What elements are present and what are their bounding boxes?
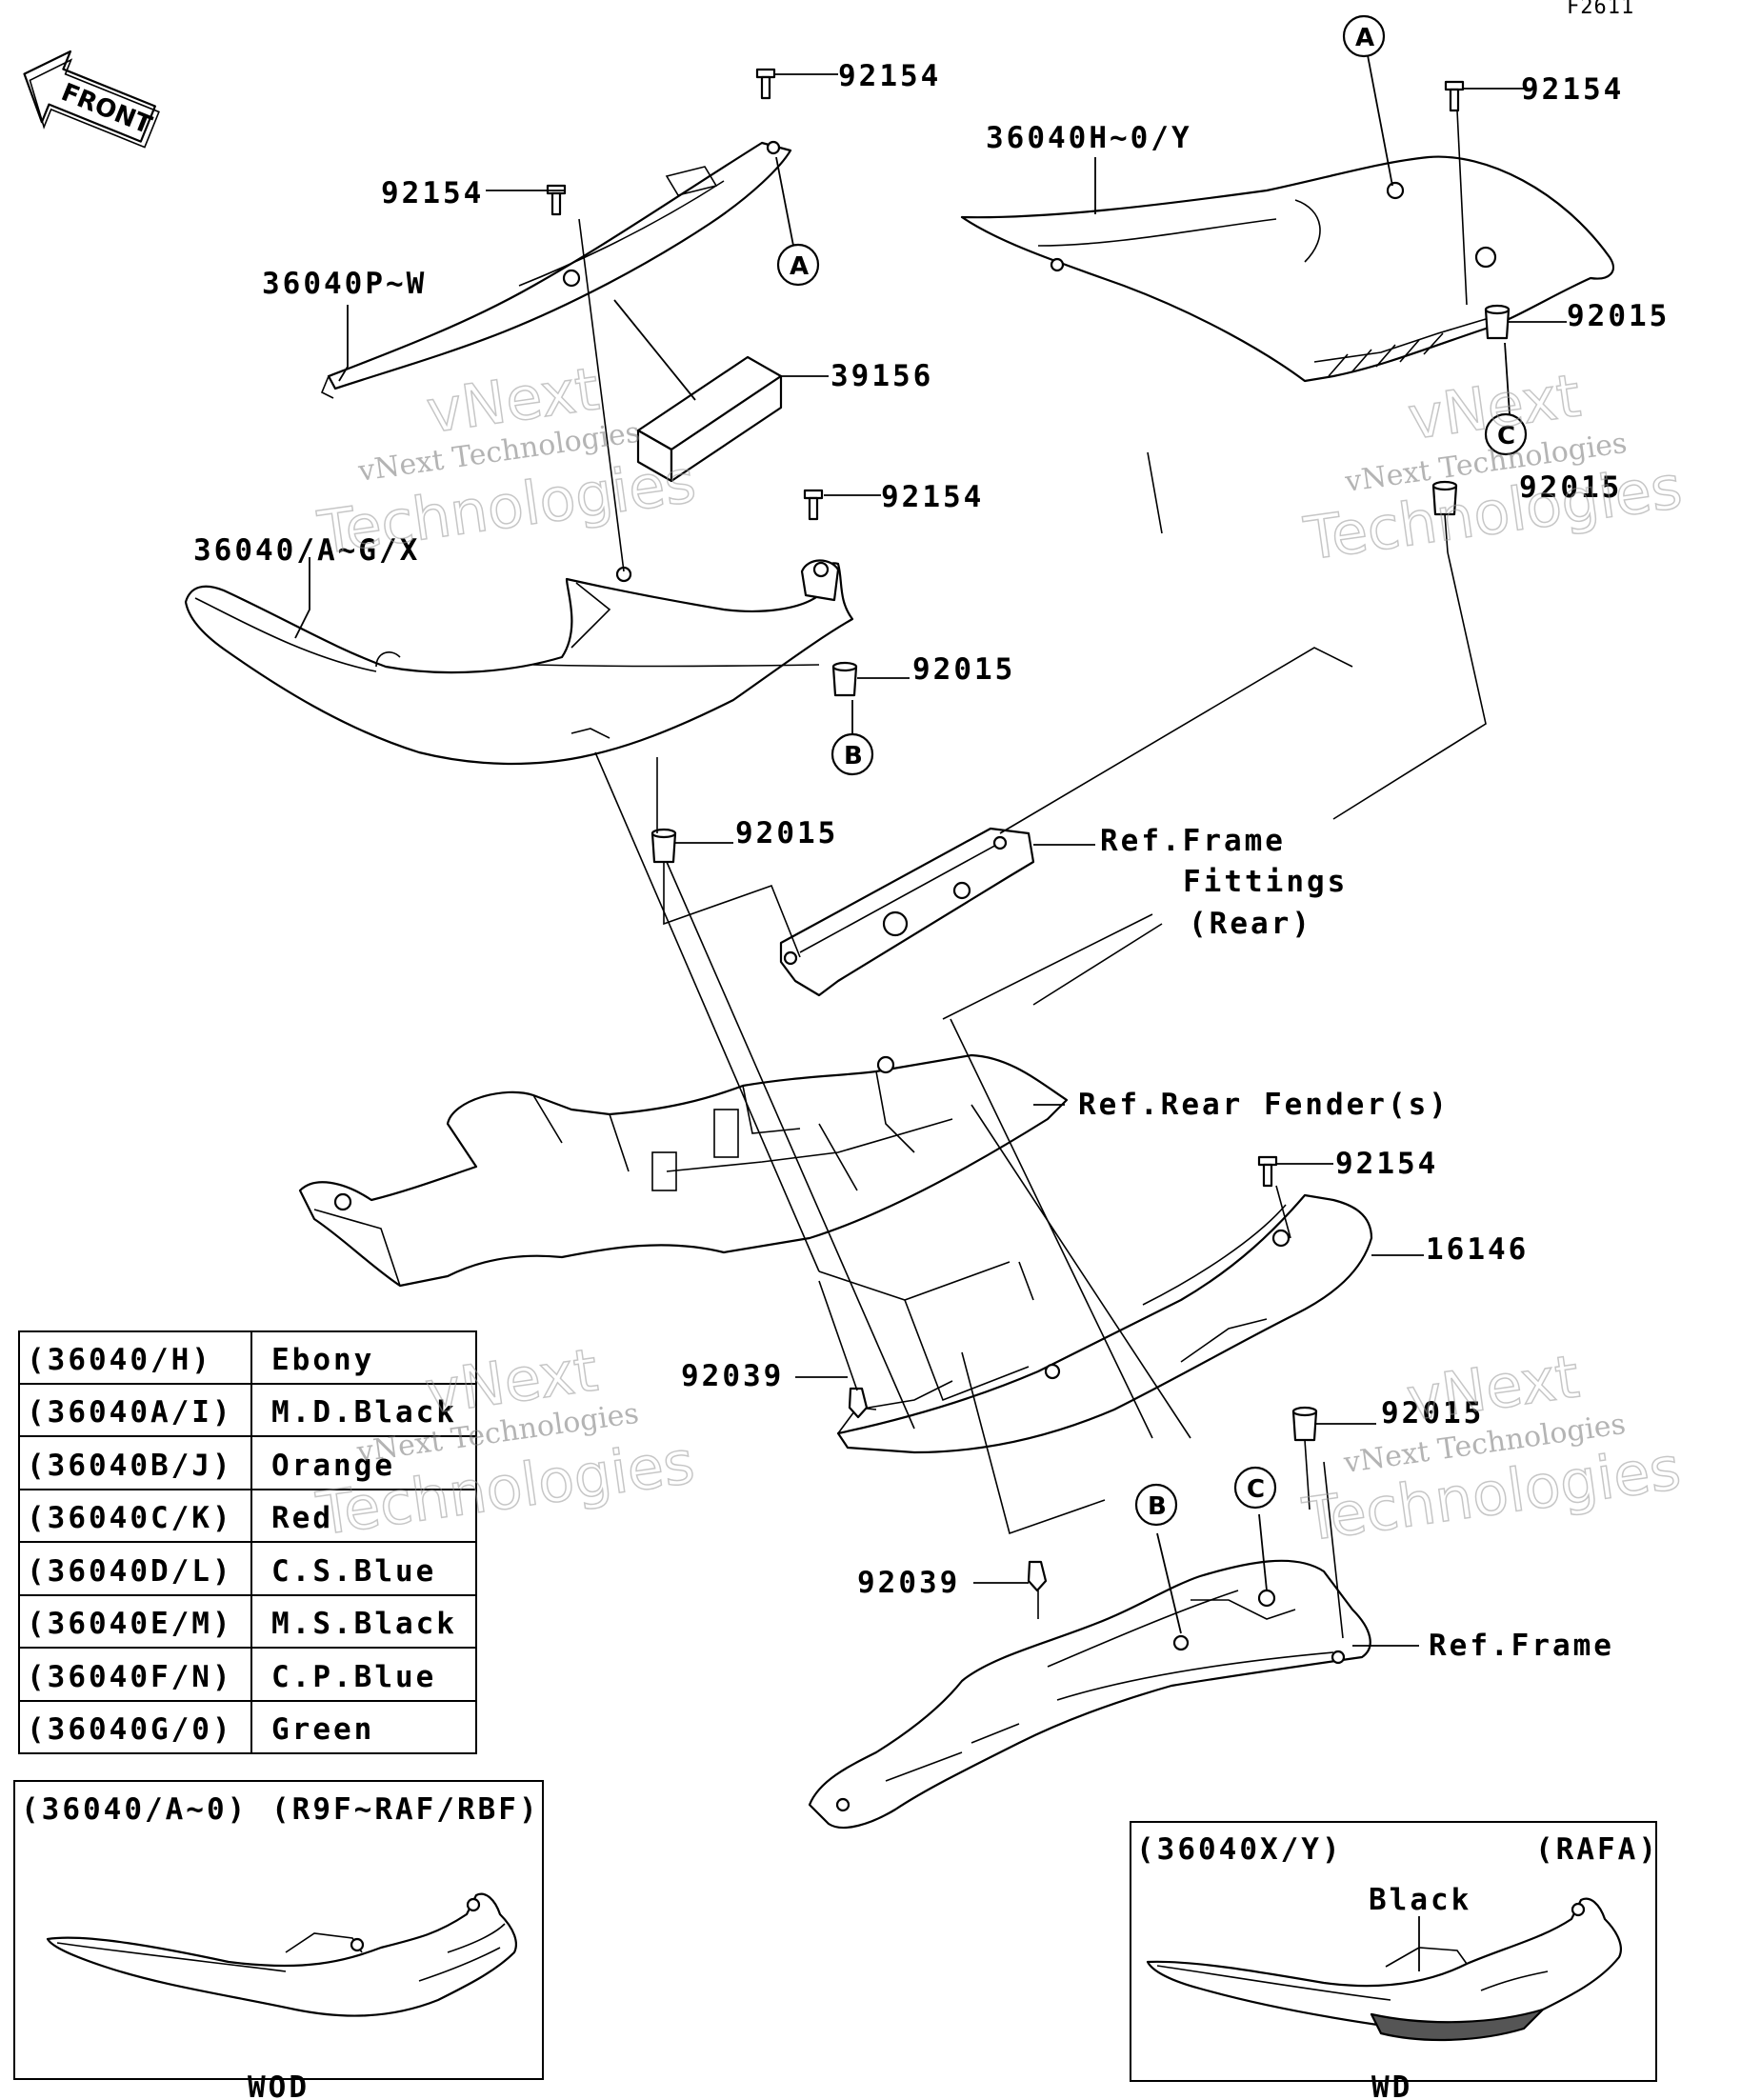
label-92015-right: 92015 xyxy=(1567,299,1670,333)
table-color-2: Orange xyxy=(271,1449,395,1483)
watermark-mid-left: vNext vNext Technologies Technologies xyxy=(311,1334,699,1550)
callout-a-top-left: A xyxy=(776,243,820,287)
bolt-icon-4 xyxy=(803,489,824,521)
inset-left: (36040/A~0) (R9F~RAF/RBF) WOD xyxy=(13,1780,544,2100)
inset-left-caption: WOD xyxy=(248,2070,310,2100)
table-code-7: (36040G/0) xyxy=(27,1712,233,1747)
label-ref-frame-fittings-3: (Rear) xyxy=(1189,907,1312,941)
color-table: (36040/H) Ebony (36040A/I) M.D.Black (36… xyxy=(18,1330,477,1754)
grommet-icon-3 xyxy=(831,661,858,697)
frame-lower-shape xyxy=(808,1559,1371,1829)
label-ref-frame: Ref.Frame xyxy=(1429,1629,1614,1663)
label-92015-mid-2: 92015 xyxy=(735,816,838,850)
label-ref-frame-fittings-2: Fittings xyxy=(1183,865,1348,899)
grommet-icon-2 xyxy=(1431,480,1458,516)
table-color-4: C.S.Blue xyxy=(271,1554,436,1589)
table-color-1: M.D.Black xyxy=(271,1395,457,1430)
label-92039-2: 92039 xyxy=(857,1566,960,1600)
pad-shape xyxy=(636,355,783,483)
table-color-7: Green xyxy=(271,1712,374,1747)
label-36040h: 36040H~0/Y xyxy=(986,121,1192,155)
leader-lines xyxy=(294,54,1567,1647)
label-92039-1: 92039 xyxy=(681,1359,784,1393)
inset-right-caption: WD xyxy=(1371,2070,1412,2100)
inset-left-code: (36040/A~0) xyxy=(21,1792,248,1827)
inset-right-models: (RAFA) xyxy=(1535,1832,1659,1867)
table-code-0: (36040/H) xyxy=(27,1343,212,1377)
table-color-5: M.S.Black xyxy=(271,1607,457,1641)
label-92015-right-2: 92015 xyxy=(1519,470,1622,505)
svg-text:A: A xyxy=(790,252,809,281)
inset-right-note: Black xyxy=(1369,1883,1471,1917)
label-39156: 39156 xyxy=(830,359,933,393)
label-36040a: 36040/A~G/X xyxy=(193,533,420,568)
table-code-3: (36040C/K) xyxy=(27,1501,233,1535)
rear-cover-shape xyxy=(836,1193,1373,1454)
page-code: F2611 xyxy=(1567,0,1634,19)
grommet-icon-5 xyxy=(1291,1406,1318,1442)
table-code-4: (36040D/L) xyxy=(27,1554,233,1589)
cover-main-shape xyxy=(184,559,854,766)
svg-text:C: C xyxy=(1247,1475,1265,1504)
callout-c-top: C xyxy=(1484,412,1528,456)
svg-text:A: A xyxy=(1355,24,1374,52)
watermark-top-right: vNext vNext Technologies Technologies xyxy=(1299,360,1687,574)
inset-left-models: (R9F~RAF/RBF) xyxy=(271,1792,540,1827)
table-code-2: (36040B/J) xyxy=(27,1449,233,1483)
frame-fittings-shape xyxy=(779,827,1035,997)
inset-right: (36040X/Y) (RAFA) Black WD xyxy=(1130,1821,1659,2100)
callout-b-mid: B xyxy=(830,732,874,776)
clip-icon-2 xyxy=(1027,1560,1048,1592)
label-92154-lower: 92154 xyxy=(1335,1147,1438,1181)
table-color-0: Ebony xyxy=(271,1343,374,1377)
bolt-icon-2 xyxy=(546,184,567,216)
svg-text:B: B xyxy=(1148,1492,1167,1521)
table-color-6: C.P.Blue xyxy=(271,1660,436,1694)
front-arrow-icon: FRONT xyxy=(23,50,160,149)
watermark-mid-right: vNext vNext Technologies Technologies xyxy=(1297,1341,1685,1555)
bolt-icon-5 xyxy=(1257,1155,1278,1188)
table-color-3: Red xyxy=(271,1501,333,1535)
table-code-5: (36040E/M) xyxy=(27,1607,233,1641)
cover-upper-right-shape xyxy=(960,155,1614,383)
table-code-6: (36040F/N) xyxy=(27,1660,233,1694)
callout-b-lower: B xyxy=(1134,1483,1178,1527)
label-16146: 16146 xyxy=(1426,1232,1529,1267)
clip-icon-1 xyxy=(848,1387,869,1419)
grommet-icon-1 xyxy=(1484,304,1511,340)
table-code-1: (36040A/I) xyxy=(27,1395,233,1430)
label-92154-mid: 92154 xyxy=(881,480,984,514)
label-92015-mid: 92015 xyxy=(912,652,1015,687)
label-36040p: 36040P~W xyxy=(262,267,427,301)
label-ref-rear-fender: Ref.Rear Fender(s) xyxy=(1078,1088,1450,1122)
cover-upper-left-shape xyxy=(320,140,792,399)
svg-text:B: B xyxy=(844,742,863,770)
bolt-icon-3 xyxy=(1444,80,1465,112)
callout-c-lower: C xyxy=(1233,1466,1277,1510)
label-92015-lower: 92015 xyxy=(1381,1396,1484,1430)
label-92154-top: 92154 xyxy=(838,59,941,93)
grommet-icon-4 xyxy=(650,828,677,864)
label-92154-right: 92154 xyxy=(1521,72,1624,107)
rear-fender-shape xyxy=(298,1053,1069,1288)
bolt-icon-1 xyxy=(755,68,776,100)
label-ref-frame-fittings-1: Ref.Frame xyxy=(1100,824,1286,858)
inset-right-code: (36040X/Y) xyxy=(1136,1832,1343,1867)
label-92154-left: 92154 xyxy=(381,176,484,210)
callout-a-top-right: A xyxy=(1342,14,1386,58)
svg-text:C: C xyxy=(1497,422,1515,450)
